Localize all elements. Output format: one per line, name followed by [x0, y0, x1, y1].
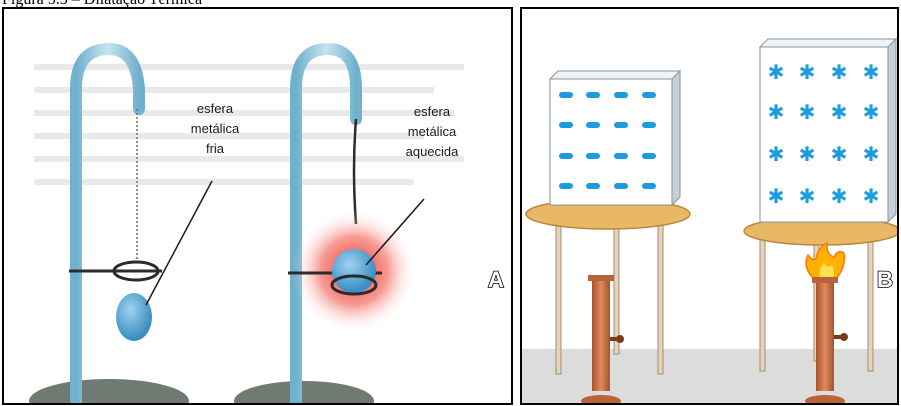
cold-label-leader — [146, 181, 212, 305]
stand-base-right — [234, 381, 374, 403]
svg-text:✱: ✱ — [831, 142, 848, 166]
svg-text:✱: ✱ — [768, 100, 785, 124]
svg-text:✱: ✱ — [863, 60, 880, 84]
svg-text:✱: ✱ — [799, 100, 816, 124]
faded-background-text — [34, 64, 464, 185]
stand-right — [288, 49, 416, 403]
cold-label-line-3: fria — [206, 141, 225, 156]
block-hot: ✱ ✱ ✱ ✱ ✱ ✱ ✱ ✱ ✱ ✱ ✱ ✱ ✱ ✱ ✱ ✱ — [760, 39, 896, 222]
panel-b-block-heating: ✱ ✱ ✱ ✱ ✱ ✱ ✱ ✱ ✱ ✱ ✱ ✱ ✱ ✱ ✱ ✱ B — [520, 7, 899, 405]
panel-a-letter: A — [488, 267, 504, 292]
svg-text:✱: ✱ — [831, 60, 848, 84]
ring-ball-illustration: esfera metálica fria esfera metálica aqu… — [4, 9, 511, 403]
block-cold — [550, 71, 680, 205]
panel-a-ring-and-ball: esfera metálica fria esfera metálica aqu… — [2, 7, 513, 405]
svg-text:✱: ✱ — [768, 184, 785, 208]
svg-text:✱: ✱ — [863, 142, 880, 166]
stand-left — [69, 49, 162, 403]
svg-text:✱: ✱ — [768, 142, 785, 166]
hot-label-line-1: esfera — [414, 104, 451, 119]
cold-sphere — [116, 293, 152, 341]
svg-text:✱: ✱ — [799, 184, 816, 208]
cold-label-line-1: esfera — [197, 101, 234, 116]
stand-base-left — [29, 379, 189, 403]
svg-text:✱: ✱ — [831, 184, 848, 208]
svg-text:✱: ✱ — [799, 142, 816, 166]
svg-text:✱: ✱ — [768, 60, 785, 84]
hot-label-line-3: aquecida — [406, 144, 460, 159]
hot-label-line-2: metálica — [408, 124, 457, 139]
svg-text:✱: ✱ — [863, 184, 880, 208]
svg-text:✱: ✱ — [863, 100, 880, 124]
svg-text:✱: ✱ — [799, 60, 816, 84]
panel-b-letter: B — [877, 267, 893, 292]
hot-sphere — [332, 249, 376, 293]
floor — [522, 349, 897, 403]
block-heating-illustration: ✱ ✱ ✱ ✱ ✱ ✱ ✱ ✱ ✱ ✱ ✱ ✱ ✱ ✱ ✱ ✱ B — [522, 9, 897, 403]
cold-label-line-2: metálica — [191, 121, 240, 136]
svg-text:✱: ✱ — [831, 100, 848, 124]
